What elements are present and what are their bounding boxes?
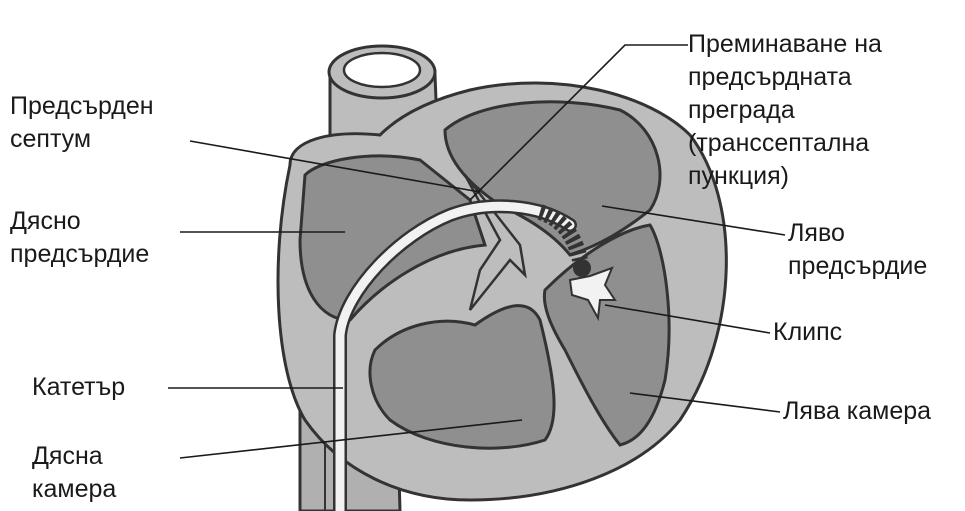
label-line: преграда bbox=[688, 94, 882, 127]
label-line: Катетър bbox=[32, 371, 125, 404]
label-line: камера bbox=[32, 473, 116, 506]
label-line: Дясна bbox=[32, 440, 116, 473]
label-line: Предсърден bbox=[10, 90, 154, 123]
label-line: (транссептална bbox=[688, 127, 882, 160]
label-left-atrium: Ляво предсърдие bbox=[788, 217, 927, 283]
label-atrial-septum: Предсърден септум bbox=[10, 90, 154, 156]
label-right-atrium: Дясно предсърдие bbox=[10, 205, 149, 271]
label-line: предсърдие bbox=[10, 238, 149, 271]
label-right-ventricle: Дясна камера bbox=[32, 440, 116, 506]
label-line: Клипс bbox=[773, 316, 842, 349]
label-catheter: Катетър bbox=[32, 371, 125, 404]
label-clip: Клипс bbox=[773, 316, 842, 349]
label-line: Преминаване на bbox=[688, 28, 882, 61]
label-line: Лява камера bbox=[783, 395, 931, 428]
label-line: септум bbox=[10, 123, 154, 156]
label-line: Ляво bbox=[788, 217, 927, 250]
label-line: Дясно bbox=[10, 205, 149, 238]
label-left-ventricle: Лява камера bbox=[783, 395, 931, 428]
label-line: предсърдната bbox=[688, 61, 882, 94]
label-transseptal-puncture: Преминаване на предсърдната преграда (тр… bbox=[688, 28, 882, 193]
label-line: пункция) bbox=[688, 160, 882, 193]
label-line: предсърдие bbox=[788, 250, 927, 283]
